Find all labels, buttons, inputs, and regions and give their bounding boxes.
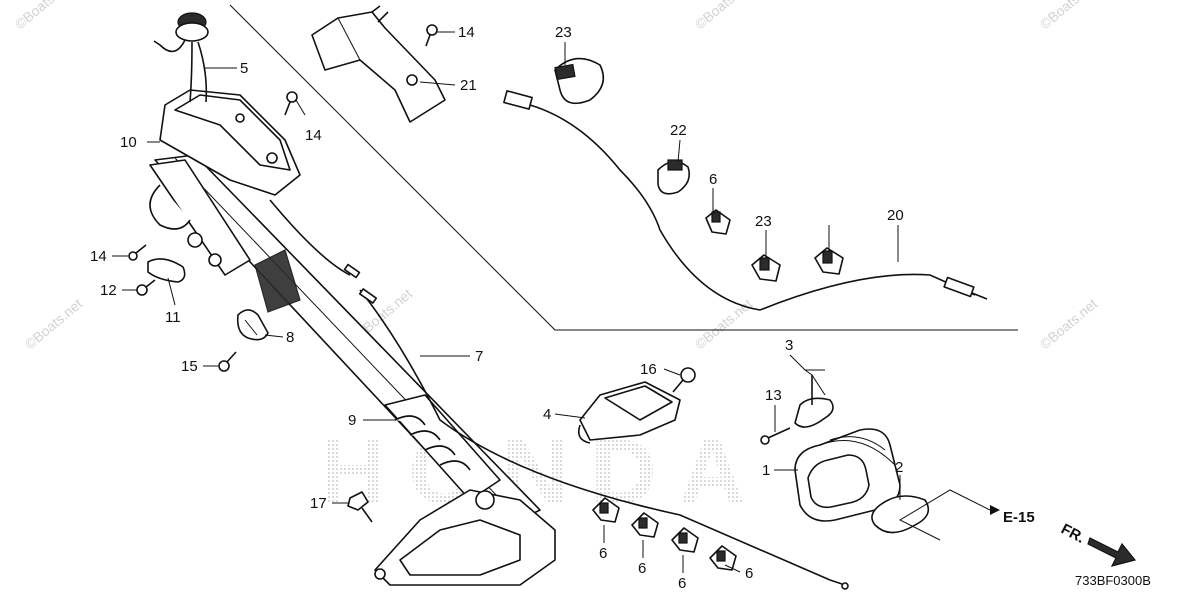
screw-part-14-left bbox=[128, 244, 147, 261]
bolt-part-16 bbox=[672, 367, 696, 393]
callout-2: 2 bbox=[895, 459, 903, 476]
lever-bracket bbox=[149, 159, 251, 276]
clip-part-23-b bbox=[814, 247, 844, 275]
callout-23: 23 bbox=[755, 213, 772, 230]
clip-part-6-upper bbox=[705, 209, 731, 235]
front-arrow-icon bbox=[1087, 537, 1137, 567]
clip-part-6-a bbox=[592, 497, 620, 523]
callout-13: 13 bbox=[765, 387, 782, 404]
site-watermark: ©Boats.net bbox=[12, 0, 76, 32]
site-watermark: ©Boats.net bbox=[692, 295, 756, 352]
callout-6: 6 bbox=[599, 545, 607, 562]
bracket-part-3 bbox=[794, 375, 834, 428]
callout-22: 23 bbox=[555, 24, 572, 41]
clip-part-23-a bbox=[751, 254, 781, 282]
site-watermark: ©Boats.net bbox=[22, 295, 86, 352]
diagram-code: 733BF0300B bbox=[1075, 573, 1151, 588]
callout-14: 14 bbox=[305, 127, 322, 144]
bolt-part-15 bbox=[218, 351, 237, 372]
callout-15: 15 bbox=[181, 358, 198, 375]
callout-21: 22 bbox=[670, 122, 687, 139]
callout-16: 16 bbox=[640, 361, 657, 378]
callout-20: 21 bbox=[460, 77, 477, 94]
screw-part-14-top bbox=[425, 24, 438, 47]
callout-6: 6 bbox=[709, 171, 717, 188]
clip-part-6-b bbox=[631, 512, 659, 538]
front-direction-indicator: FR. bbox=[1058, 521, 1137, 567]
clip-part-11 bbox=[147, 258, 186, 283]
throttle-cable-part-7 bbox=[269, 199, 849, 590]
site-watermark: ©Boats.net bbox=[692, 0, 756, 32]
cable-part-19 bbox=[503, 90, 988, 311]
callout-7: 7 bbox=[475, 348, 483, 365]
clip-part-21 bbox=[657, 159, 691, 195]
bolt-part-12 bbox=[136, 279, 156, 296]
callout-5: 5 bbox=[240, 60, 248, 77]
site-watermark: ©Boats.net bbox=[1037, 0, 1101, 32]
clamp-part-2 bbox=[871, 495, 930, 534]
callout-11: 11 bbox=[165, 309, 181, 326]
callout-6: 6 bbox=[638, 560, 646, 577]
callout-9: 9 bbox=[348, 412, 356, 429]
clamp-part-8 bbox=[236, 309, 269, 341]
cover-part-20 bbox=[311, 5, 446, 123]
callout-6: 6 bbox=[745, 565, 753, 582]
callout-14: 14 bbox=[90, 248, 107, 265]
section-divider bbox=[229, 4, 1018, 331]
callout-labels: 5 10 14 14 21 23 22 6 23 20 14 12 11 8 1… bbox=[90, 24, 904, 592]
ref-leader bbox=[898, 489, 991, 541]
direction-label: FR. bbox=[1058, 521, 1087, 547]
stop-switch-part-5 bbox=[153, 12, 209, 103]
callout-14: 14 bbox=[458, 24, 475, 41]
brand-watermark: HONDA bbox=[320, 421, 767, 523]
clip-part-6-d bbox=[709, 545, 737, 571]
callout-6: 6 bbox=[678, 575, 686, 592]
bolt-part-17 bbox=[347, 491, 373, 523]
callout-3: 3 bbox=[785, 337, 793, 354]
cover-part-4 bbox=[577, 381, 681, 444]
ref-label: E-15 bbox=[1003, 509, 1035, 526]
grip-part-1 bbox=[794, 428, 901, 522]
clip-part-6-c bbox=[671, 527, 699, 553]
ref-arrowhead bbox=[990, 505, 1000, 515]
main-pipe-part-9 bbox=[154, 154, 556, 586]
bolt-part-13 bbox=[760, 427, 791, 445]
callout-1: 1 bbox=[762, 462, 770, 479]
callout-8: 8 bbox=[286, 329, 294, 346]
callout-17: 17 bbox=[310, 495, 327, 512]
callout-12: 12 bbox=[100, 282, 117, 299]
screw-part-14-mid bbox=[284, 91, 298, 116]
site-watermark: ©Boats.net bbox=[1037, 295, 1101, 352]
callout-19: 20 bbox=[887, 207, 904, 224]
callout-leaders bbox=[112, 31, 901, 573]
callout-4: 4 bbox=[543, 406, 551, 423]
clip-part-22 bbox=[554, 57, 605, 105]
callout-10: 10 bbox=[120, 134, 137, 151]
